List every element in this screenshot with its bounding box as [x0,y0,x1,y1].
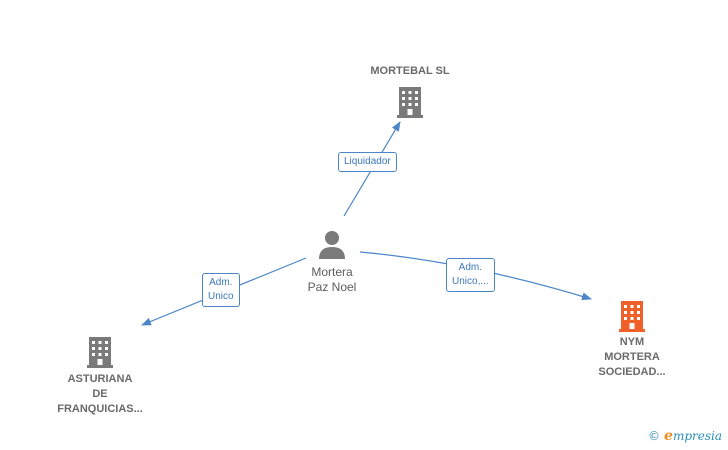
building-icon [84,333,116,369]
building-icon [616,297,648,333]
relation-text: Liquidador [344,156,391,167]
building-icon [394,83,426,119]
person-name-line-1: Mortera [311,265,353,279]
brand-footer: ©empresia [648,428,722,444]
company-node-nym[interactable]: NYM MORTERA SOCIEDAD... [572,297,692,380]
relation-text-line-1: Adm. [209,277,233,288]
copyright-symbol: © [648,429,661,443]
relation-text-line-1: Adm. [458,262,483,273]
company-name-line-2: MORTERA [604,351,660,363]
brand-logo-initial: e [664,428,673,444]
company-name-line-3: SOCIEDAD... [598,366,666,378]
company-name-line-1: ASTURIANA [67,373,133,385]
company-node-mortebal[interactable]: MORTEBAL SL [350,64,470,119]
relation-text-line-2: Unico [208,291,234,302]
relation-label-adm-unico[interactable]: Adm. Unico [202,273,240,307]
company-name-line-1: NYM [619,336,645,348]
relation-label-liquidador[interactable]: Liquidador [338,152,397,172]
brand-logo-text: mpresia [672,429,722,443]
company-name: MORTEBAL SL [370,65,450,77]
relation-label-adm-unico-nym[interactable]: Adm. Unico,... [446,258,495,292]
person-name-line-2: Paz Noel [307,280,357,294]
company-name-line-3: FRANQUICIAS... [57,403,143,415]
relation-text-line-2: Unico,... [452,276,489,287]
company-name-line-2: DE [92,388,108,400]
person-node[interactable]: Mortera Paz Noel [292,230,372,295]
person-icon [318,230,346,260]
company-node-asturiana[interactable]: ASTURIANA DE FRANQUICIAS... [40,333,160,417]
